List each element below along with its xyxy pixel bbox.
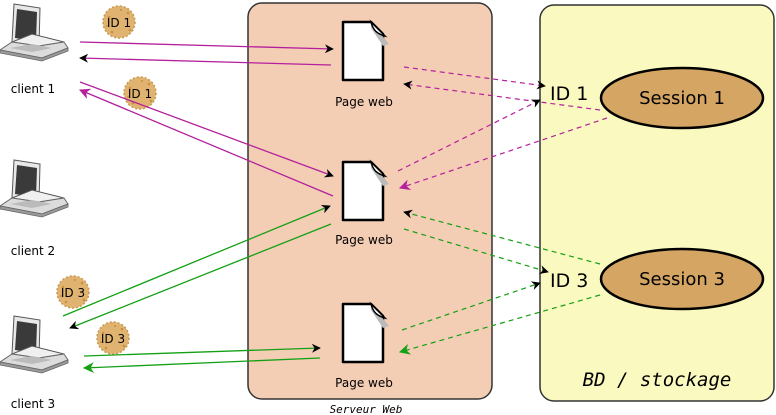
- id-1-key: ID 1: [550, 83, 588, 105]
- arrow-page3-to-id3: [401, 281, 541, 331]
- arrow-client3-to-page2: [62, 204, 331, 317]
- session-3-ellipse: [599, 247, 765, 311]
- page-2-label: Page web: [335, 233, 393, 247]
- arrow-page3-to-client3: [82, 357, 321, 374]
- id-3-key: ID 3: [550, 270, 588, 292]
- cookie-3b-label: ID 3: [101, 332, 125, 346]
- session-3-label: Session 3: [639, 269, 725, 290]
- page-3-label: Page web: [335, 376, 393, 390]
- client-1-laptop-icon: [0, 3, 69, 62]
- page-1-label: Page web: [335, 95, 393, 109]
- arrow-page1-to-client1: [79, 53, 332, 66]
- arrow-client1-to-page2: [79, 81, 334, 178]
- client-1-label: client 1: [11, 82, 55, 96]
- arrow-page2-to-id3: [403, 228, 549, 274]
- arrow-client1-to-page1: [79, 41, 334, 54]
- server-label: Serveur Web: [330, 403, 403, 415]
- session-1-label: Session 1: [639, 88, 725, 109]
- client-2-laptop-icon: [0, 159, 69, 218]
- arrow-page1-to-id1: [403, 66, 546, 90]
- client-3-label: client 3: [11, 397, 55, 411]
- arrow-session3-to-page2: [403, 209, 601, 265]
- arrow-session1-to-page1: [403, 80, 601, 111]
- arrow-client3-to-page3: [83, 343, 321, 357]
- storage-label: BD / stockage: [583, 369, 732, 391]
- cookie-1b-label: ID 1: [128, 87, 152, 101]
- client-3-laptop-icon: [0, 315, 69, 374]
- arrow-session1-to-page2: [398, 117, 608, 191]
- storage-box: [539, 4, 775, 402]
- session-1-ellipse: [599, 66, 765, 130]
- cookie-1a-label: ID 1: [107, 16, 131, 30]
- arrow-page2-to-client1: [78, 88, 334, 197]
- client-2-label: client 2: [11, 244, 55, 258]
- arrow-page2-to-client3: [69, 223, 332, 330]
- cookie-3a-label: ID 3: [61, 286, 85, 300]
- arrow-session3-to-page3: [398, 294, 601, 355]
